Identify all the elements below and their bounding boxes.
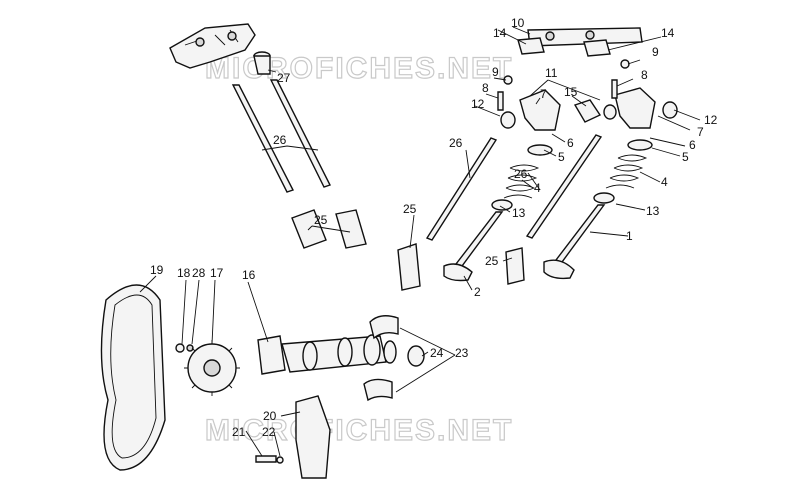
callout-21: 21 <box>232 425 246 439</box>
circlip <box>407 345 425 367</box>
callout-10: 10 <box>511 16 525 30</box>
timing-chain <box>100 284 166 471</box>
stud-left <box>497 91 504 111</box>
callout-14-left: 14 <box>493 26 507 40</box>
callout-9-right: 9 <box>652 45 659 59</box>
callout-25-right-a: 25 <box>403 202 417 216</box>
callout-7-left: 7 <box>540 87 547 101</box>
callout-7-right: 7 <box>697 125 704 139</box>
callout-24: 24 <box>430 346 444 360</box>
bushing-upper <box>369 315 399 340</box>
rocker-support-bracket <box>169 23 256 69</box>
callout-26-right-a: 26 <box>449 136 463 150</box>
callout-4-left: 4 <box>534 181 541 195</box>
rocker-arm-left <box>519 89 561 131</box>
bushing-15 <box>573 99 617 123</box>
callout-13-right: 13 <box>646 204 660 218</box>
callout-8-left: 8 <box>482 81 489 95</box>
callout-2: 2 <box>474 285 481 299</box>
washer-left <box>500 111 516 129</box>
tappet-left-pair <box>291 209 367 249</box>
bolt-18 <box>175 343 185 353</box>
exhaust-valve <box>443 211 504 282</box>
tappet-right-a <box>397 243 421 291</box>
washer-right <box>662 101 678 119</box>
washer-28 <box>186 344 194 352</box>
callout-6-right: 6 <box>689 138 696 152</box>
callout-22: 22 <box>262 425 276 439</box>
watermark-bottom: MICROFICHES.NET <box>205 414 513 447</box>
callout-5-right: 5 <box>682 150 689 164</box>
callout-26-right-b: 26 <box>514 167 528 181</box>
callout-12-right: 12 <box>704 113 718 127</box>
screw-21 <box>255 455 277 463</box>
callout-23: 23 <box>455 346 469 360</box>
callout-16: 16 <box>242 268 256 282</box>
callout-4-right: 4 <box>661 175 668 189</box>
watermark-top: MICROFICHES.NET <box>205 52 513 85</box>
callout-20: 20 <box>263 409 277 423</box>
callout-17: 17 <box>210 266 224 280</box>
leader-lines <box>139 26 701 457</box>
pushrod-tube-top <box>253 51 271 75</box>
stud-right <box>611 79 618 99</box>
callout-26-left: 26 <box>273 133 287 147</box>
callout-13-left: 13 <box>512 206 526 220</box>
callout-5-left: 5 <box>558 150 565 164</box>
pushrod-left-pair <box>231 79 331 193</box>
callout-18: 18 <box>177 266 191 280</box>
callout-labels: 27 26 25 14 10 14 9 8 9 8 12 11 7 15 12 … <box>150 16 718 439</box>
nut-right <box>620 59 630 69</box>
cam-sprocket <box>184 340 240 396</box>
callout-11: 11 <box>545 66 558 80</box>
pushrod-right-b <box>525 134 603 239</box>
washer-22 <box>276 456 284 464</box>
callout-28: 28 <box>192 266 206 280</box>
callout-14-right: 14 <box>661 26 675 40</box>
callout-8-right: 8 <box>641 68 648 82</box>
camshaft <box>257 334 397 375</box>
callout-27: 27 <box>277 71 291 85</box>
intake-valve <box>543 204 606 280</box>
callout-19: 19 <box>150 263 164 277</box>
bushing-lower <box>363 378 393 402</box>
callout-25-left: 25 <box>314 213 328 227</box>
tappet-right-b <box>505 247 525 285</box>
valve-spring-right <box>593 139 653 204</box>
callout-12-left: 12 <box>471 97 485 111</box>
callout-1: 1 <box>626 229 633 243</box>
callout-15: 15 <box>564 85 578 99</box>
pushrod-right-a <box>425 137 498 241</box>
chain-tensioner <box>295 395 331 479</box>
callout-6-left: 6 <box>567 136 574 150</box>
callout-25-right-b: 25 <box>485 254 499 268</box>
valve-spring-left <box>491 144 553 211</box>
shaft-clamps <box>517 37 611 57</box>
rocker-arm-right <box>614 87 656 129</box>
callout-9-left: 9 <box>492 65 499 79</box>
